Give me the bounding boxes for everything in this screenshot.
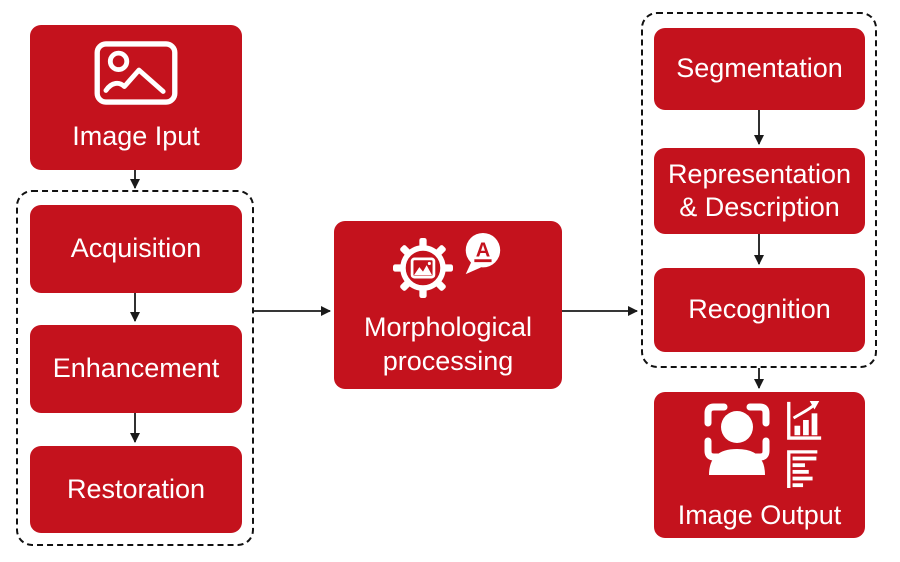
node-label: Enhancement: [52, 353, 220, 384]
node-image-output: Image Output: [654, 392, 865, 538]
node-label: Acquisition: [70, 233, 202, 264]
speech-bubble-a-icon: A: [460, 232, 504, 281]
node-label: Morphological processing: [363, 312, 533, 376]
photo-icon: [94, 41, 178, 110]
node-label: Representation & Description: [667, 158, 852, 222]
node-image-input: Image Iput: [30, 25, 242, 170]
bar-chart-rising-icon: [784, 399, 824, 446]
face-scan-icon: [696, 397, 778, 482]
node-enhancement: Enhancement: [30, 325, 242, 413]
gear-image-icon: [392, 238, 453, 303]
node-label: Restoration: [66, 473, 206, 504]
node-restoration: Restoration: [30, 446, 242, 533]
preprocessing-group: [16, 190, 254, 546]
node-segmentation: Segmentation: [654, 28, 865, 110]
node-label: Image Iput: [72, 121, 200, 152]
node-acquisition: Acquisition: [30, 205, 242, 293]
analysis-group: [641, 12, 877, 368]
node-label: Segmentation: [676, 53, 843, 84]
node-morphological-processing: A Morphological processing: [334, 221, 562, 389]
node-recognition: Recognition: [654, 268, 865, 352]
horizontal-bars-icon: [784, 448, 824, 495]
bubble-letter: A: [475, 239, 490, 261]
node-label: Recognition: [688, 294, 831, 325]
node-label: Image Output: [677, 500, 842, 531]
node-representation-description: Representation & Description: [654, 148, 865, 234]
